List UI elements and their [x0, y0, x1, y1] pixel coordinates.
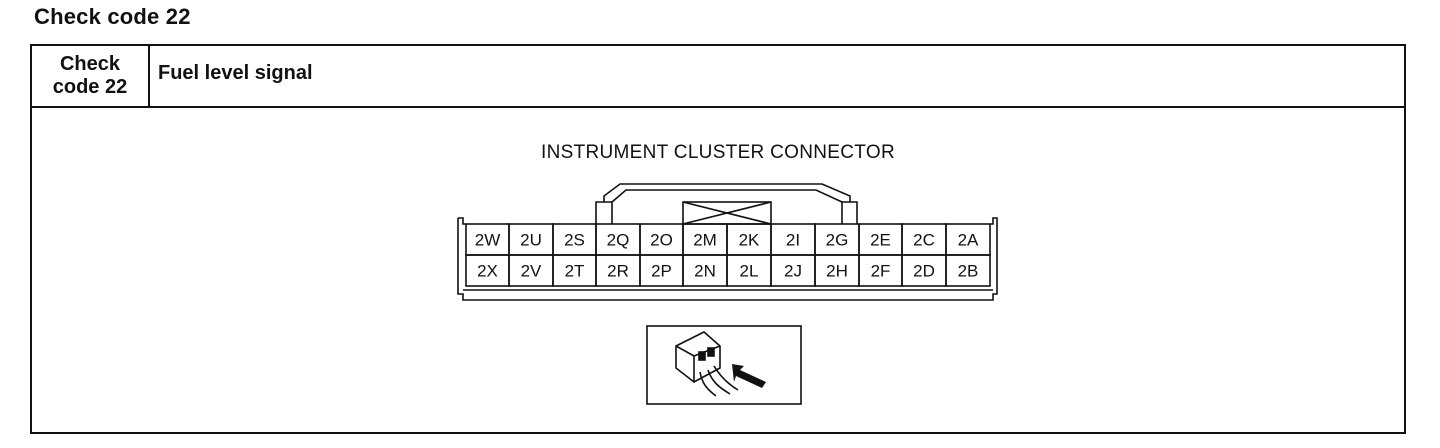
check-code-cell: Check code 22 [32, 46, 150, 106]
pin-label: 2W [475, 231, 501, 250]
pin-label: 2F [871, 262, 891, 281]
pin-cell: 2I [770, 223, 816, 256]
connector-housing [457, 183, 998, 301]
pin-cell: 2H [814, 254, 860, 287]
pin-label: 2V [521, 262, 542, 281]
pin-label: 2K [739, 231, 760, 250]
pin-cell: 2K [726, 223, 772, 256]
pin-cell: 2X [465, 254, 510, 287]
table-header-row: Check code 22 Fuel level signal [32, 46, 1404, 108]
pin-cell: 2J [770, 254, 816, 287]
pin-label: 2B [958, 262, 979, 281]
pin-cell: 2B [945, 254, 991, 287]
pin-cell: 2D [901, 254, 947, 287]
pin-label: 2U [520, 231, 542, 250]
pin-cell: 2N [682, 254, 728, 287]
harness-connector-back-probe-icon [646, 325, 802, 405]
pin-cell: 2W [465, 223, 510, 256]
pin-label: 2I [786, 231, 800, 250]
arrow-icon [732, 364, 766, 388]
pin-label: 2D [913, 262, 935, 281]
pin-cell: 2Q [595, 223, 641, 256]
pin-label: 2E [870, 231, 891, 250]
pin-cell: 2P [639, 254, 684, 287]
pin-cell: 2O [639, 223, 684, 256]
pin-cell: 2G [814, 223, 860, 256]
pin-cell: 2E [858, 223, 903, 256]
pin-label: 2C [913, 231, 935, 250]
pin-label: 2T [565, 262, 585, 281]
pin-label: 2M [693, 231, 717, 250]
pin-label: 2Q [607, 231, 630, 250]
pin-label: 2N [694, 262, 716, 281]
pin-cell: 2S [552, 223, 597, 256]
pin-label: 2H [826, 262, 848, 281]
connector-title: INSTRUMENT CLUSTER CONNECTOR [541, 142, 895, 163]
check-code-label-line1: Check [59, 53, 121, 75]
pin-label: 2R [607, 262, 629, 281]
pin-cell: 2U [508, 223, 554, 256]
pin-label: 2P [651, 262, 672, 281]
pin-label: 2A [958, 231, 979, 250]
pin-cell: 2C [901, 223, 947, 256]
pin-label: 2X [477, 262, 498, 281]
pin-label: 2S [564, 231, 585, 250]
pin-cell: 2M [682, 223, 728, 256]
pin-cell: 2V [508, 254, 554, 287]
pin-label: 2J [784, 262, 802, 281]
check-code-table: Check code 22 Fuel level signal INSTRUME… [30, 44, 1406, 434]
pin-label: 2G [826, 231, 849, 250]
pin-cell: 2T [552, 254, 597, 287]
pin-cell: 2F [858, 254, 903, 287]
pin-grid: 2W 2U 2S 2Q 2O 2M 2K 2I 2G 2E 2C 2A 2X 2V 2T 2R 2P 2N 2L 2J… [465, 223, 991, 287]
pin-cell: 2A [945, 223, 991, 256]
check-code-label-line2: code 22 [52, 76, 128, 98]
pin-label: 2O [650, 231, 673, 250]
pin-cell-border [945, 254, 991, 287]
check-code-description: Fuel level signal [158, 62, 313, 84]
pin-cell: 2R [595, 254, 641, 287]
page-title: Check code 22 [34, 4, 191, 29]
pin-label: 2L [740, 262, 759, 281]
pin-cell: 2L [726, 254, 772, 287]
